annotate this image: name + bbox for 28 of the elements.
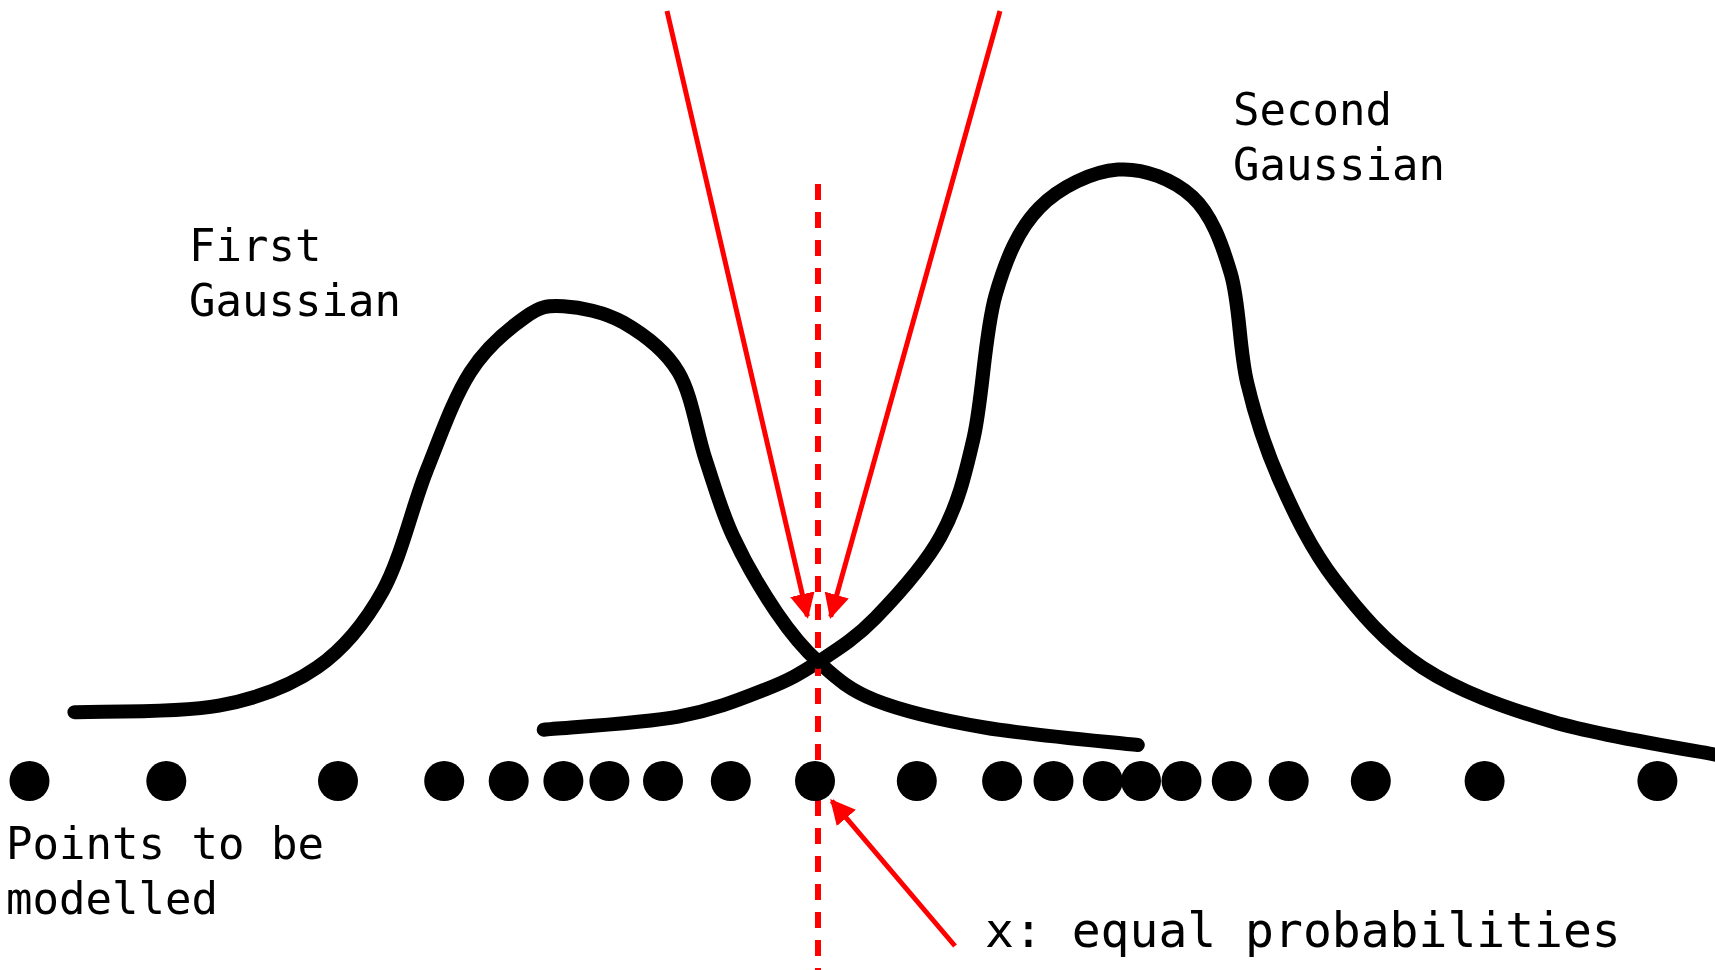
- data-point: [424, 761, 465, 801]
- data-point: [1033, 761, 1074, 801]
- data-point: [710, 761, 751, 801]
- data-point: [488, 761, 529, 801]
- data-point: [1161, 761, 1202, 801]
- data-point: [896, 761, 937, 801]
- data-point: [318, 761, 358, 801]
- data-point: [1121, 761, 1161, 801]
- label-text: First Gaussian: [189, 219, 402, 328]
- data-point: [795, 761, 835, 801]
- label-text: Points to be modelled: [6, 817, 325, 926]
- data-point: [146, 761, 187, 801]
- label-text: Second Gaussian: [1233, 83, 1446, 192]
- data-point: [1082, 761, 1123, 801]
- data-point: [1637, 761, 1678, 801]
- data-point: [589, 761, 630, 801]
- data-point: [643, 761, 683, 801]
- data-point: [1350, 761, 1391, 801]
- data-point: [9, 761, 50, 801]
- data-point: [982, 761, 1023, 801]
- annotation-text: x: equal probabilities: [985, 900, 1621, 960]
- data-point: [1211, 761, 1252, 801]
- arrow: [664, 10, 815, 619]
- arrow: [829, 798, 957, 948]
- data-point: [1268, 761, 1309, 801]
- arrow: [824, 10, 1003, 620]
- data-point: [543, 761, 584, 801]
- data-point: [1464, 761, 1505, 801]
